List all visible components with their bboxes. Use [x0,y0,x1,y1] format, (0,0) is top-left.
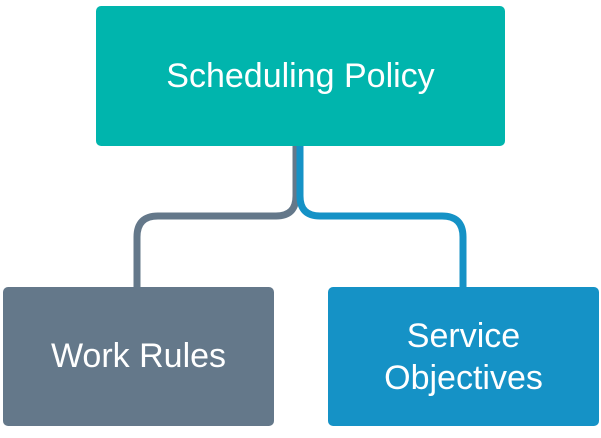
node-scheduling-policy: Scheduling Policy [96,6,505,146]
node-scheduling-policy-label: Scheduling Policy [166,56,435,95]
connector-left [133,146,300,287]
node-service-objectives: Service Objectives [328,287,599,426]
node-work-rules-label: Work Rules [50,337,227,375]
connector-right [296,146,467,287]
node-service-objectives-label-line-2: Objectives [384,358,543,397]
node-work-rules: Work Rules [3,287,274,426]
node-service-objectives-label-line-1: Service [406,316,521,355]
